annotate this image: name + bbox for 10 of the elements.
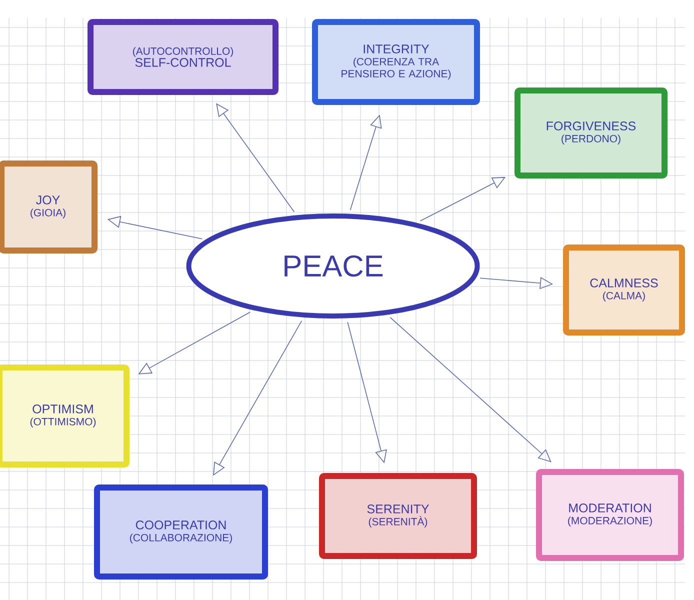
concept-box: CALMNESS (CALMA) xyxy=(563,244,685,336)
concept-box: INTEGRITY (COERENZA TRA PENSIERO E AZIONE) xyxy=(312,19,480,105)
concept-box: COOPERATION (COLLABORAZIONE) xyxy=(94,484,268,580)
concept-box: OPTIMISM (OTTIMISMO) xyxy=(0,364,130,468)
concept-box: MODERATION (MODERAZIONE) xyxy=(536,469,684,561)
concept-box: SERENITY (SERENITÀ) xyxy=(319,473,477,559)
concept-box: (AUTOCONTROLLO) SELF-CONTROL xyxy=(88,19,278,95)
concept-box: FORGIVENESS (PERDONO) xyxy=(514,88,668,178)
arrow xyxy=(390,317,552,462)
concept-box: JOY (GIOIA) xyxy=(0,160,98,254)
